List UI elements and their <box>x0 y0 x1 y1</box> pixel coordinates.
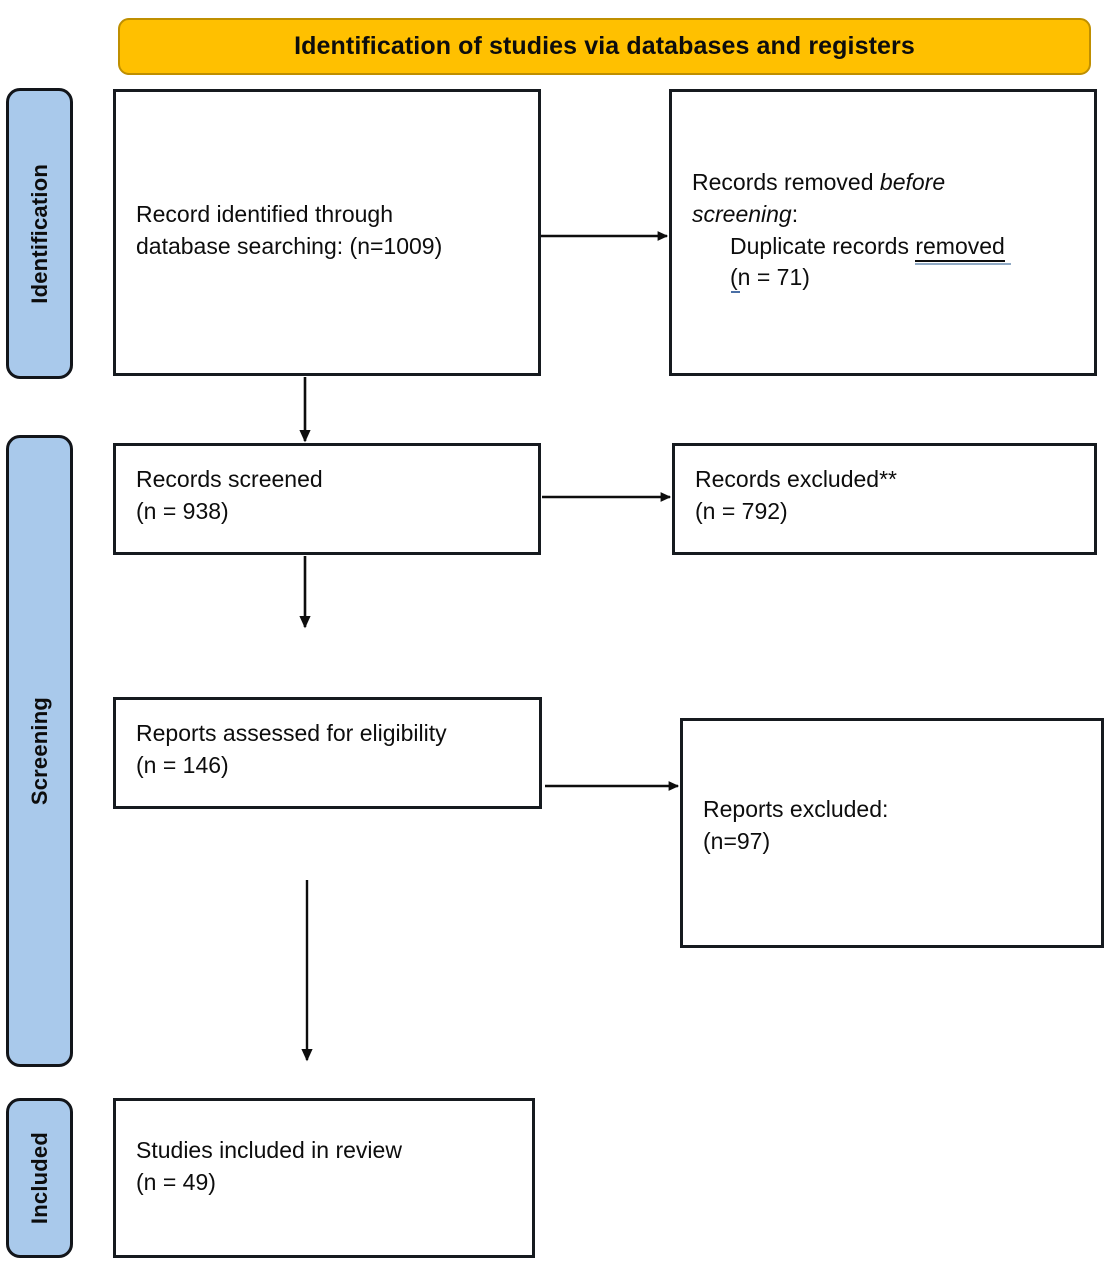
node-reports-assessed-body: Reports assessed for eligibility (n = 14… <box>116 718 539 781</box>
node-reports-assessed-line-1: Reports assessed for eligibility <box>136 720 447 747</box>
phase-label-identification: Identification <box>6 88 73 379</box>
grammar-tick-icon: ( <box>730 264 738 291</box>
phase-label-included-text: Included <box>26 1131 52 1225</box>
node-studies-included: Studies included in review (n = 49) <box>113 1098 535 1258</box>
node-records-removed-line-4: (n = 71) <box>692 262 1074 294</box>
node-reports-assessed: Reports assessed for eligibility (n = 14… <box>113 697 542 809</box>
node-records-excluded-body: Records excluded** (n = 792) <box>675 464 1094 527</box>
node-records-screened-line-1: Records screened <box>136 466 323 493</box>
node-records-removed: Records removed before screening: Duplic… <box>669 89 1097 376</box>
node-records-screened: Records screened (n = 938) <box>113 443 541 555</box>
node-records-identified: Record identified through database searc… <box>113 89 541 376</box>
node-records-removed-body: Records removed before screening: Duplic… <box>672 167 1094 294</box>
node-records-identified-line-2: database searching: (n=1009) <box>136 232 443 259</box>
node-reports-assessed-line-2: (n = 146) <box>136 752 229 778</box>
diagram-header-banner: Identification of studies via databases … <box>118 18 1091 75</box>
node-records-excluded-line-1: Records excluded** <box>695 466 898 493</box>
node-records-removed-line-2-suffix: : <box>791 200 799 227</box>
node-records-identified-body: Record identified through database searc… <box>116 199 538 262</box>
node-records-excluded-line-2: (n = 792) <box>695 498 788 524</box>
node-records-screened-line-2: (n = 938) <box>136 498 229 524</box>
node-records-removed-line-2-italic: screening <box>692 200 792 227</box>
node-reports-excluded-line-2: (n=97) <box>703 828 771 854</box>
node-reports-excluded: Reports excluded: (n=97) <box>680 718 1104 948</box>
node-records-removed-underlined-word: removed <box>915 232 1005 262</box>
node-records-removed-line-3: Duplicate records removed <box>692 231 1074 263</box>
node-studies-included-line-1: Studies included in review <box>136 1137 402 1164</box>
node-records-removed-line-1-prefix: Records removed <box>692 169 880 196</box>
node-reports-excluded-line-1: Reports excluded: <box>703 796 889 823</box>
node-records-removed-line-1-italic: before <box>879 169 946 196</box>
phase-label-screening-text: Screening <box>26 696 52 806</box>
diagram-title: Identification of studies via databases … <box>294 32 915 60</box>
node-studies-included-line-2: (n = 49) <box>136 1169 216 1195</box>
node-studies-included-body: Studies included in review (n = 49) <box>116 1135 532 1198</box>
node-records-excluded: Records excluded** (n = 792) <box>672 443 1097 555</box>
node-records-screened-body: Records screened (n = 938) <box>116 464 538 527</box>
phase-label-included: Included <box>6 1098 73 1258</box>
phase-label-identification-text: Identification <box>26 163 52 304</box>
phase-label-screening: Screening <box>6 435 73 1067</box>
node-records-removed-line-2: screening: <box>692 199 1074 231</box>
node-records-removed-line-1: Records removed before <box>692 167 1074 199</box>
node-reports-excluded-body: Reports excluded: (n=97) <box>683 794 1101 857</box>
node-records-removed-line-3-prefix: Duplicate records <box>730 232 916 259</box>
node-records-identified-line-1: Record identified through <box>136 200 393 227</box>
node-records-removed-count: n = 71) <box>737 264 810 291</box>
